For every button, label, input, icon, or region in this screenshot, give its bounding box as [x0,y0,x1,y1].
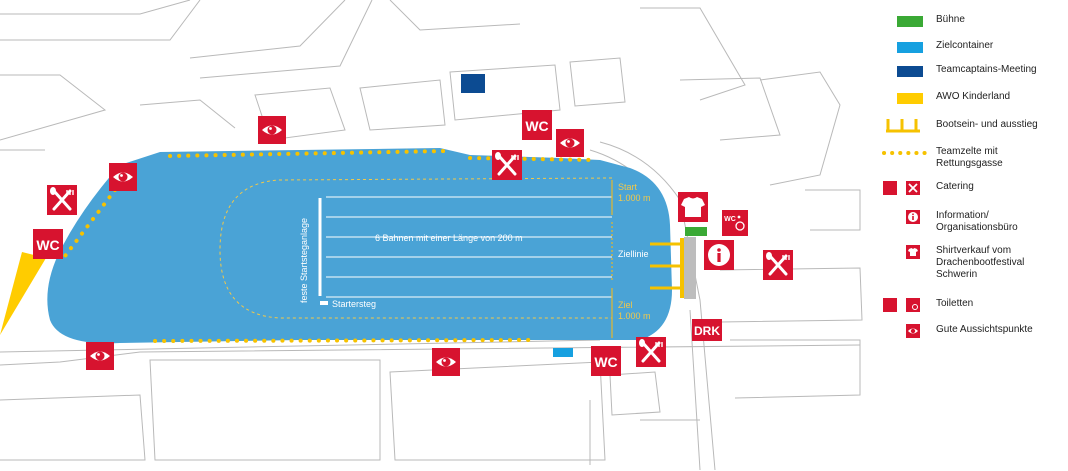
eye-icon[interactable] [109,163,137,191]
starter-jetty-label: Startersteg [332,299,376,309]
fixed-jetty-label: feste Startsteganlage [299,218,309,303]
eye-icon[interactable] [258,116,286,144]
eye-icon[interactable] [556,129,584,157]
teamcaptains-meeting-area [461,74,485,93]
kinderland-area [0,252,46,335]
wc-label: WC [594,354,617,370]
finish-label: Ziel [618,300,633,310]
legend-label: Teamzelte mit Rettungsgasse [936,146,1003,169]
start-distance: 1.000 m [618,193,651,203]
toilet-icon[interactable]: WC [591,346,621,376]
meeting-darkblue-square-icon [880,64,923,84]
legend-label: AWO Kinderland [936,91,1011,102]
finish-container [553,348,573,357]
legend-label: Catering [936,181,974,192]
toilet-icon [880,298,920,318]
dotted-line-icon [880,146,928,166]
start-label: Start [618,182,638,192]
legend-label: Toiletten [936,298,974,309]
kinderland-yellow-square-icon [880,91,923,111]
legend-label: Gute Aussichtspunkte [936,324,1033,335]
stage-green-square-icon [880,14,923,34]
legend-label: Bootsein- und ausstieg [936,119,1038,130]
drk-label: DRK [694,324,720,338]
wc-label: WC [36,237,59,253]
catering-icon[interactable] [45,183,79,217]
finish-line-label: Ziellinie [618,249,649,259]
info-icon[interactable] [704,240,734,270]
lanes-label: 6 Bahnen mit einer Länge von 200 m [375,233,523,243]
catering-icon [880,181,920,201]
eye-icon [880,324,920,344]
catering-icon[interactable] [634,335,668,369]
team-tent-dots [60,149,598,343]
lake [47,148,673,344]
legend-label: Bühne [936,14,965,25]
legend-label: Information/ Organisationsbüro [936,210,1018,233]
accessible-toilet-icon[interactable]: WC [722,210,748,236]
race-lanes [326,196,612,298]
legend-label: Teamcaptains-Meeting [936,64,1037,75]
legend-label: Shirtverkauf vom Drachenbootfestival Sch… [936,245,1025,280]
stage-area [685,227,707,236]
shirt-icon[interactable] [678,192,708,222]
catering-icon[interactable] [761,248,795,282]
eye-icon[interactable] [86,342,114,370]
catering-icon[interactable] [490,148,524,182]
finish-container-blue-icon [880,40,923,60]
starter-jetty [320,301,328,305]
toilet-icon[interactable]: WC [522,110,552,140]
legend-label: Zielcontainer [936,40,994,51]
info-icon [880,210,920,230]
finish-distance: 1.000 m [618,311,651,321]
eye-icon[interactable] [432,348,460,376]
drk-marker[interactable]: DRK [692,319,722,341]
wc-label: WC [724,216,736,223]
shirt-icon [880,245,920,265]
toilet-icon[interactable]: WC [33,229,63,259]
wc-label: WC [525,118,548,134]
jetty-icon [880,119,920,139]
boat-jetty [650,237,696,299]
